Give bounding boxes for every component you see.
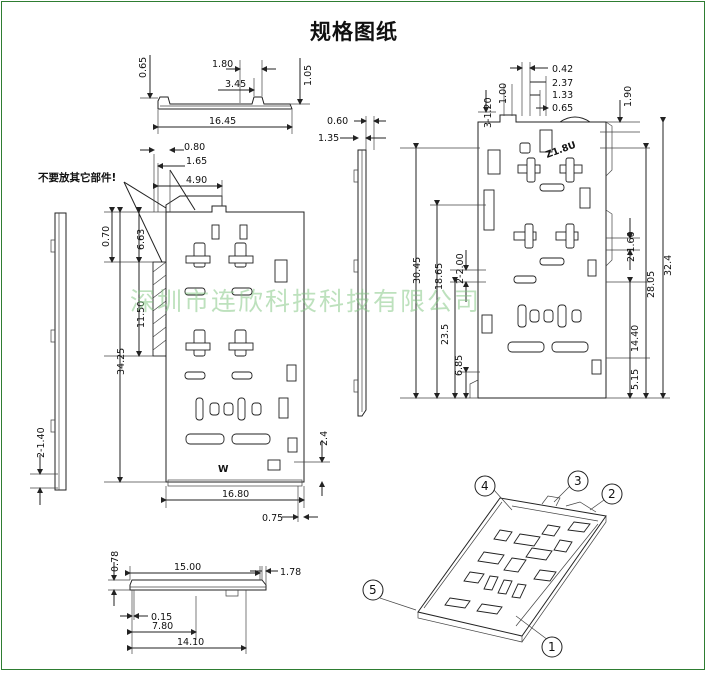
dim-16-80: 16.80 <box>222 489 249 500</box>
dim-0-80: 0.80 <box>184 142 205 153</box>
right-view: Z1.8U 0.42 2.37 1.33 0.65 1.00 3-1.20 1 <box>400 62 674 399</box>
dim-30-45: 30.45 <box>412 257 423 284</box>
callout-3: 3 <box>553 470 589 503</box>
dim-1-35: 1.35 <box>318 133 339 144</box>
dim-14-40: 14.40 <box>630 325 641 352</box>
svg-text:5: 5 <box>369 583 377 597</box>
bottom-view: 0.78 15.00 1.78 0.15 7.80 14.10 <box>108 551 301 654</box>
callouts: 1 2 3 4 5 <box>362 470 623 658</box>
dim-5-15: 5.15 <box>630 369 641 390</box>
svg-text:3: 3 <box>574 474 582 488</box>
front-view: W 0.80 1.65 4.90 不要放其它部件! 0.70 <box>38 142 330 524</box>
isometric-holes <box>444 521 591 615</box>
dim-1-80: 1.80 <box>212 59 233 70</box>
dim-34-25: 34.25 <box>116 348 127 375</box>
isometric-view <box>417 495 607 643</box>
dim-4-90: 4.90 <box>186 175 207 186</box>
left-side-view: 2-1.40 <box>30 212 67 505</box>
dim-0-15: 0.15 <box>151 612 172 623</box>
dim-2-1-60: 2-1.60 <box>626 231 637 262</box>
dim-14-10: 14.10 <box>177 637 204 648</box>
dim-1-33: 1.33 <box>552 90 573 101</box>
svg-text:1: 1 <box>548 640 556 654</box>
dim-15-00: 15.00 <box>174 562 201 573</box>
dim-2-4: 2.4 <box>319 431 330 446</box>
dim-0-78: 0.78 <box>110 551 121 572</box>
dim-0-65-right: 0.65 <box>552 103 573 114</box>
dim-6-63: 6.63 <box>136 229 147 250</box>
front-view-holes: W <box>184 224 298 475</box>
callout-1: 1 <box>515 615 563 658</box>
dim-0-42: 0.42 <box>552 64 573 75</box>
dim-0-75: 0.75 <box>262 513 283 524</box>
callout-2: 2 <box>589 483 623 511</box>
dim-23-5: 18.65 <box>434 263 445 290</box>
dim-11-50: 11.50 <box>136 301 147 328</box>
dim-3-45: 3.45 <box>225 79 246 90</box>
dim-1-65: 1.65 <box>186 156 207 167</box>
dim-2-2-00: 2-2.00 <box>455 253 466 284</box>
dim-1-90: 1.90 <box>623 86 634 107</box>
dim-16-45: 16.45 <box>209 116 236 127</box>
dim-0-70: 0.70 <box>101 226 112 247</box>
callout-4: 4 <box>474 475 513 511</box>
dim-0-65: 0.65 <box>138 57 149 78</box>
callout-5: 5 <box>362 579 417 611</box>
dim-1-00: 1.00 <box>498 83 509 104</box>
dim-28-05: 28.05 <box>646 271 657 298</box>
dim-2-37: 2.37 <box>552 78 573 89</box>
dim-2-1-40: 2-1.40 <box>36 427 47 458</box>
placement-note: 不要放其它部件! <box>38 171 116 184</box>
dim-18-65: 23.5 <box>440 324 451 345</box>
dim-6-85: 6.85 <box>454 355 465 376</box>
page-title: 规格图纸 <box>310 20 398 44</box>
dim-1-05: 1.05 <box>303 65 314 86</box>
svg-text:4: 4 <box>481 479 489 493</box>
front-logo-mark: W <box>218 464 229 475</box>
top-view: 1.80 3.45 0.65 1.05 16.45 <box>138 55 314 134</box>
dim-0-60: 0.60 <box>327 116 348 127</box>
dim-3-1-20: 3-1.20 <box>483 97 494 128</box>
dim-1-78: 1.78 <box>280 567 301 578</box>
svg-text:2: 2 <box>608 487 616 501</box>
dim-32-4: 32.4 <box>663 255 674 276</box>
dim-7-80: 7.80 <box>152 621 173 632</box>
watermark: 深圳市连欣科技科技有限公司 <box>130 287 481 316</box>
thin-side-view: 0.60 1.35 <box>318 116 386 417</box>
right-view-holes: Z1.8U <box>481 129 602 375</box>
